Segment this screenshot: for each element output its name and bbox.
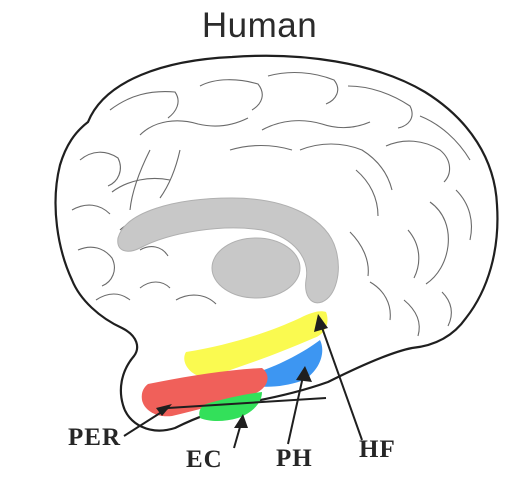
per-label: PER: [68, 424, 121, 452]
hf-label: HF: [359, 436, 396, 464]
ec-label: EC: [186, 446, 223, 474]
thalamus: [212, 238, 300, 298]
ph-label: PH: [276, 445, 313, 473]
